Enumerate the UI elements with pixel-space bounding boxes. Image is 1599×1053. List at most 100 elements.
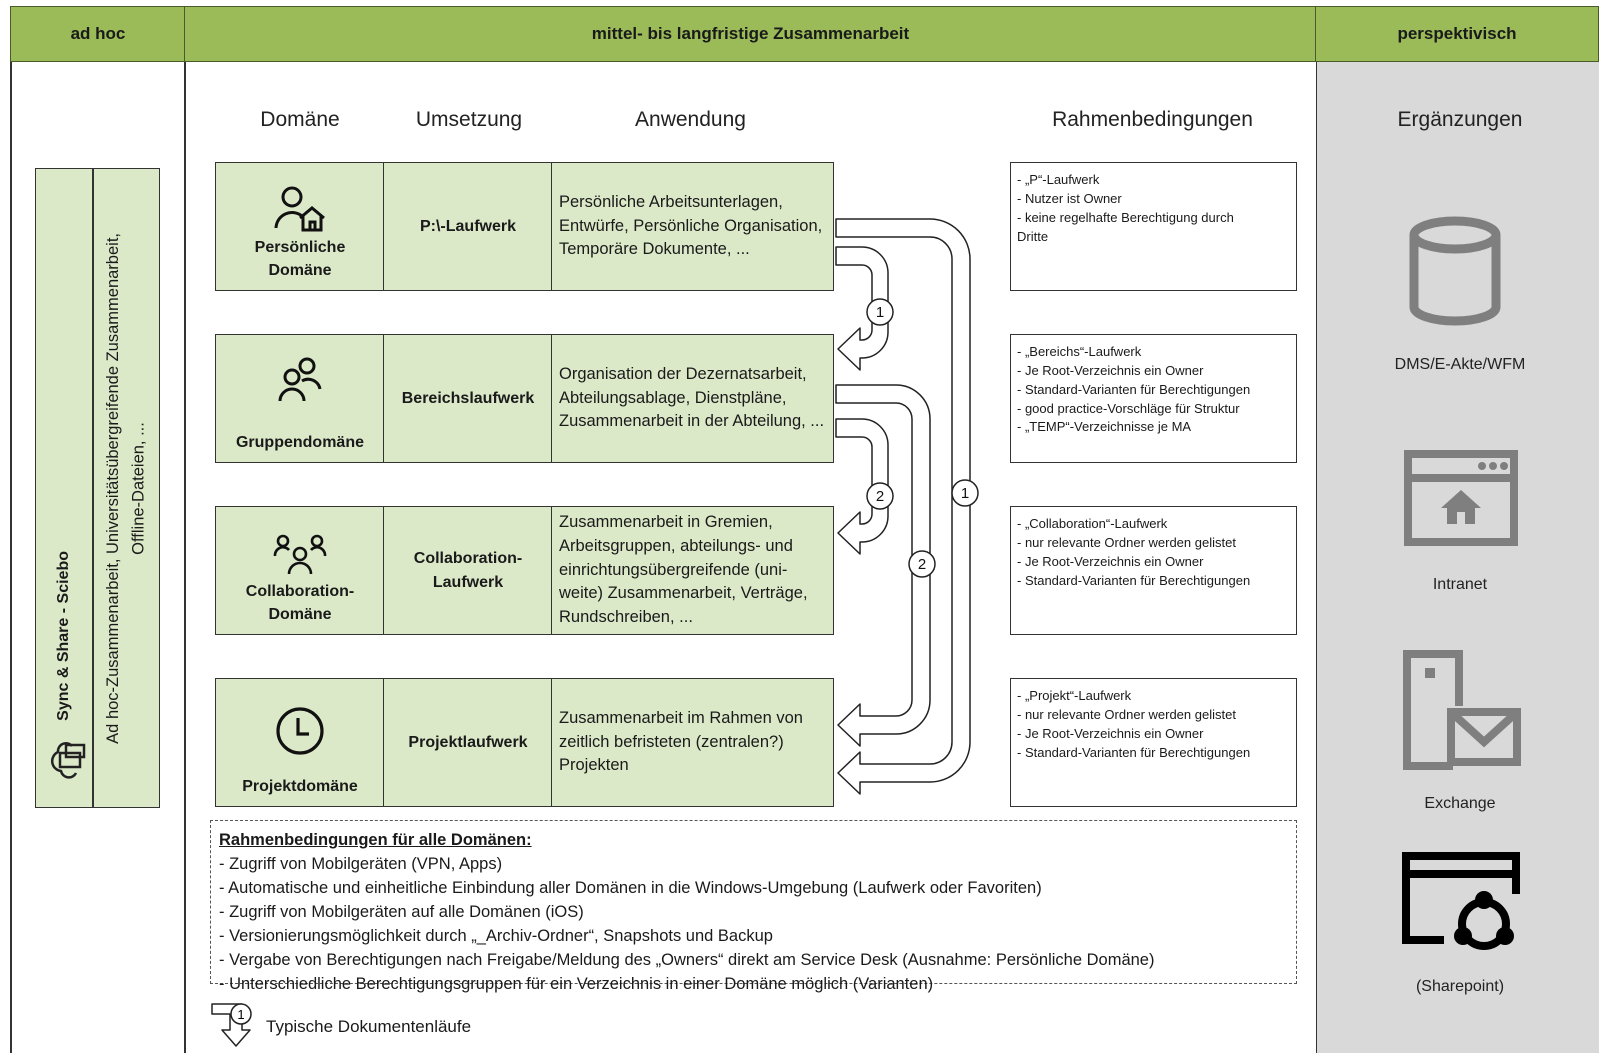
condition-item: - „Projekt“-Laufwerk bbox=[1017, 688, 1132, 703]
flow-marker-1b-label: 1 bbox=[961, 485, 969, 502]
condition-item: - „P“-Laufwerk bbox=[1017, 172, 1100, 187]
domain-cell-group: Gruppendomäne bbox=[215, 334, 385, 463]
conditions-group: - „Bereichs“-Laufwerk - Je Root-Verzeich… bbox=[1010, 334, 1297, 463]
left-border bbox=[10, 62, 12, 1053]
condition-item: - „Bereichs“-Laufwerk bbox=[1017, 344, 1142, 359]
all-domains-item: - Unterschiedliche Berechtigungsgruppen … bbox=[219, 974, 934, 993]
document-flow-arrows: 1 2 2 1 bbox=[835, 218, 979, 795]
condition-item: - Standard-Varianten für Berechtigungen bbox=[1017, 572, 1251, 588]
database-icon bbox=[1409, 216, 1501, 326]
flow-arrow-personal-project bbox=[835, 218, 971, 795]
impl-label: Bereichslaufwerk bbox=[401, 389, 535, 407]
app-text: Zusammenarbeit im Rahmen von zeitlich be… bbox=[559, 708, 803, 775]
app-text: Zusammenarbeit in Gremien, Arbeitsgruppe… bbox=[559, 512, 808, 627]
sharepoint-icon bbox=[1402, 852, 1520, 950]
domain-cell-collaboration: Collaboration- Domäne bbox=[215, 506, 385, 635]
ext-label-sharepoint: (Sharepoint) bbox=[1415, 978, 1505, 995]
all-domains-conditions: Rahmenbedingungen für alle Domänen: - Zu… bbox=[210, 820, 1297, 993]
flow-marker-2b-label: 2 bbox=[918, 556, 926, 573]
conditions-project: - „Projekt“-Laufwerk - nur relevante Ord… bbox=[1010, 678, 1297, 807]
app-cell-project: Zusammenarbeit im Rahmen von zeitlich be… bbox=[551, 678, 834, 807]
clock-icon bbox=[276, 707, 324, 755]
flow-arrow-group-project bbox=[835, 384, 931, 747]
sync-share-title-col: Sync & Share - Sciebo bbox=[36, 169, 92, 807]
condition-item: - Je Root-Verzeichnis ein Owner bbox=[1017, 362, 1204, 378]
condition-item: - „TEMP“-Verzeichnisse je MA bbox=[1017, 419, 1192, 435]
condition-item: - nur relevante Ordner werden gelistet bbox=[1017, 534, 1236, 550]
ext-label-dms: DMS/E-Akte/WFM bbox=[1394, 356, 1526, 373]
colhead-app: Anwendung bbox=[635, 108, 746, 131]
conditions-personal: - „P“-Laufwerk - Nutzer ist Owner - kein… bbox=[1010, 162, 1297, 291]
flow-arrow-personal-group bbox=[835, 246, 889, 371]
condition-item: - Je Root-Verzeichnis ein Owner bbox=[1017, 553, 1204, 569]
domain-label-line1: Projektdomäne bbox=[242, 777, 358, 795]
conditions-collaboration: - „Collaboration“-Laufwerk - nur relevan… bbox=[1010, 506, 1297, 635]
all-domains-item: - Zugriff von Mobilgeräten auf alle Domä… bbox=[219, 902, 584, 921]
impl-cell-personal: P:\-Laufwerk bbox=[383, 162, 553, 291]
flow-arrow-group-collaboration bbox=[835, 418, 889, 555]
flow-marker-1a bbox=[866, 298, 894, 326]
app-text: Organisation der Dezernatsarbeit, Abteil… bbox=[559, 364, 825, 431]
condition-item: - Standard-Varianten für Berechtigungen bbox=[1017, 381, 1251, 397]
all-domains-item: - Versionierungsmöglichkeit durch „_Arch… bbox=[219, 926, 773, 945]
header-mid-label: mittel- bis langfristige Zusammenarbeit bbox=[591, 24, 910, 43]
person-home-icon bbox=[274, 186, 325, 232]
condition-item: Dritte bbox=[1017, 228, 1049, 244]
condition-item: - Nutzer ist Owner bbox=[1017, 190, 1122, 206]
ext-label-exchange: Exchange bbox=[1424, 795, 1496, 812]
header-mid: mittel- bis langfristige Zusammenarbeit bbox=[184, 6, 1317, 62]
collaboration-icon bbox=[273, 534, 327, 574]
condition-item: - Je Root-Verzeichnis ein Owner bbox=[1017, 725, 1204, 741]
ext-label-intranet: Intranet bbox=[1432, 576, 1488, 593]
all-domains-item: - Zugriff von Mobilgeräten (VPN, Apps) bbox=[219, 854, 503, 873]
colhead-ext: Ergänzungen bbox=[1397, 108, 1523, 131]
domain-cell-personal: Persönliche Domäne bbox=[215, 162, 385, 291]
divider-adhoc bbox=[184, 62, 186, 1053]
all-domains-item: - Vergabe von Berechtigungen nach Freiga… bbox=[219, 950, 1155, 969]
domain-label-line2: Domäne bbox=[268, 261, 332, 279]
sync-desc-line1: Ad hoc-Zusammenarbeit, Universitätsüberg… bbox=[104, 232, 123, 744]
condition-item: - good practice-Vorschläge für Struktur bbox=[1017, 400, 1240, 416]
condition-item: - Standard-Varianten für Berechtigungen bbox=[1017, 744, 1251, 760]
sync-share-desc-col: Ad hoc-Zusammenarbeit, Universitätsüberg… bbox=[94, 169, 160, 807]
app-cell-collaboration: Zusammenarbeit in Gremien, Arbeitsgruppe… bbox=[551, 506, 834, 635]
perspective-panel bbox=[1316, 62, 1599, 1053]
impl-cell-project: Projektlaufwerk bbox=[383, 678, 553, 807]
domain-cell-project: Projektdomäne bbox=[215, 678, 385, 807]
app-cell-group: Organisation der Dezernatsarbeit, Abteil… bbox=[551, 334, 834, 463]
app-cell-personal: Persönliche Arbeitsunterlagen, Entwürfe,… bbox=[551, 162, 834, 291]
domain-label-line1: Persönliche bbox=[254, 238, 346, 256]
header-persp-label: perspektivisch bbox=[1397, 24, 1517, 43]
all-domains-title: Rahmenbedingungen für alle Domänen: bbox=[219, 831, 532, 849]
sync-share-desc: Ad hoc-Zusammenarbeit, Universitätsüberg… bbox=[101, 233, 152, 744]
group-icon bbox=[278, 357, 322, 401]
colhead-domain: Domäne bbox=[260, 108, 340, 131]
flow-marker-1b bbox=[951, 479, 979, 507]
sync-share-box: Sync & Share - Sciebo Ad hoc-Zusammenarb… bbox=[35, 168, 160, 808]
impl-label-line2: Laufwerk bbox=[432, 573, 504, 591]
colhead-impl: Umsetzung bbox=[415, 108, 523, 131]
flow-marker-2b bbox=[908, 550, 936, 578]
document-flow-arrow-icon: 1 bbox=[211, 1003, 252, 1047]
cloud-sync-icon bbox=[51, 742, 86, 779]
sync-share-divider bbox=[92, 169, 94, 807]
condition-item: - „Collaboration“-Laufwerk bbox=[1017, 516, 1168, 531]
sync-desc-line2: Offline-Dateien, ... bbox=[130, 421, 148, 555]
sync-share-title: Sync & Share - Sciebo bbox=[55, 551, 72, 721]
flow-marker-2a bbox=[866, 482, 894, 510]
header-adhoc: ad hoc bbox=[10, 6, 186, 62]
condition-item: - keine regelhafte Berechtigung durch bbox=[1017, 209, 1234, 225]
flow-marker-1a-label: 1 bbox=[876, 304, 884, 321]
app-text: Persönliche Arbeitsunterlagen, Entwürfe,… bbox=[559, 192, 823, 259]
browser-home-icon bbox=[1404, 450, 1518, 546]
colhead-cond: Rahmenbedingungen bbox=[1052, 108, 1253, 131]
server-mail-icon bbox=[1403, 650, 1521, 770]
impl-label-line1: Collaboration- bbox=[413, 550, 523, 568]
domain-label-line1: Gruppendomäne bbox=[235, 433, 364, 451]
domain-label-line2: Domäne bbox=[268, 605, 332, 623]
all-domains-item: - Automatische und einheitliche Einbindu… bbox=[219, 878, 1042, 897]
impl-cell-collaboration: Collaboration- Laufwerk bbox=[383, 506, 553, 635]
legend-text: Typische Dokumentenläufe bbox=[266, 1017, 472, 1036]
flow-marker-2a-label: 2 bbox=[876, 488, 884, 505]
impl-label: Projektlaufwerk bbox=[408, 733, 528, 751]
